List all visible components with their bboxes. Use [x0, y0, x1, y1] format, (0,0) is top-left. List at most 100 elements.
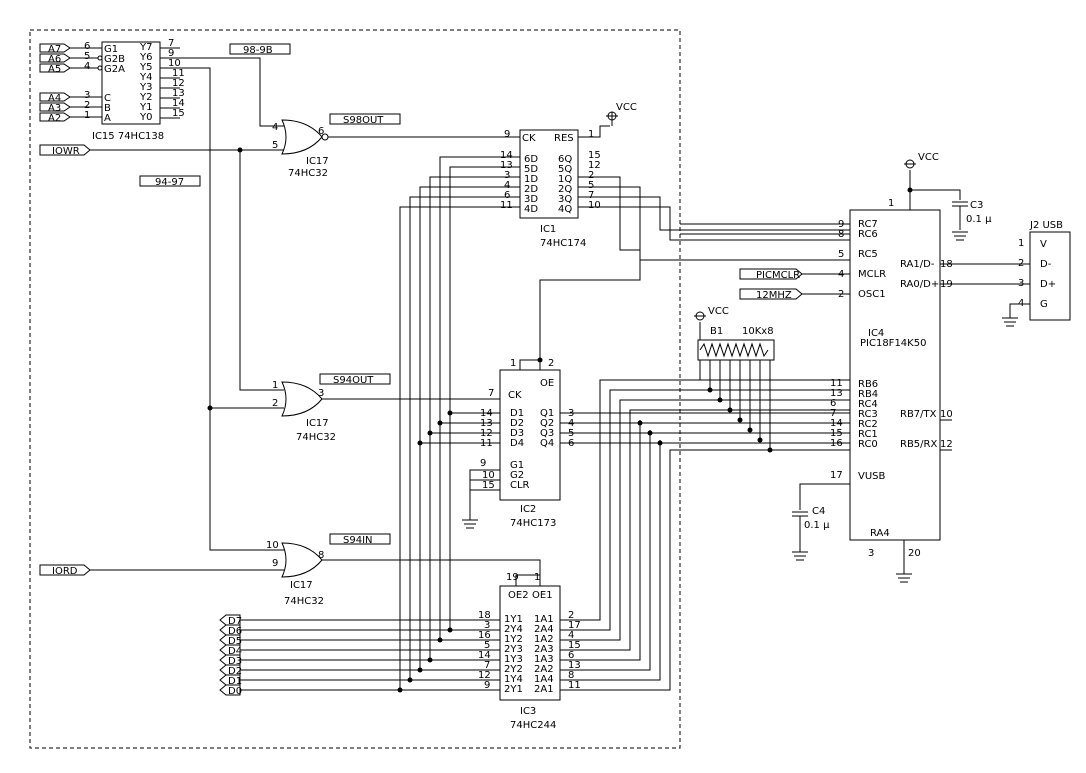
resistor-array-b1: B1 10Kx8 VCC — [694, 306, 775, 453]
ic3-oe2: OE2 — [508, 590, 529, 601]
ic15-out-num: 7 — [168, 38, 174, 49]
gate-a-output-bubble — [321, 133, 329, 141]
gate-a-part: 74HC32 — [288, 168, 328, 179]
j2-pin-name: D- — [1040, 259, 1052, 270]
gnd-symbol — [462, 519, 478, 529]
ic3-right: 2A2 — [534, 664, 554, 675]
ic4-rb: RC4 — [858, 399, 878, 410]
ic3-right: 2A3 — [534, 644, 554, 655]
wire-ic1-res-vcc — [578, 125, 610, 138]
ic15-pin-name: C — [104, 93, 111, 104]
port-d7: D7 — [228, 616, 242, 627]
ic4-pin: 15 — [830, 428, 843, 439]
j2-pin-name: G — [1040, 299, 1048, 310]
b1-pullup-wires — [699, 360, 771, 450]
or-gate-a: 4 5 6 IC17 74HC32 — [272, 119, 329, 179]
port-flag — [39, 102, 71, 112]
ic4-pin: 1 — [888, 198, 894, 209]
ic3-part: 74HC244 — [510, 720, 556, 731]
ic4-rb: RC2 — [858, 419, 878, 430]
junction-dot — [727, 407, 733, 413]
ic3-pin: 9 — [484, 680, 490, 691]
ic4-vusb: VUSB — [858, 471, 886, 482]
ic15-pin-num: 6 — [84, 41, 90, 52]
net-94-97: 94-97 — [155, 177, 184, 188]
junction-dot — [437, 637, 443, 643]
ic3-pin: 6 — [568, 650, 574, 661]
ic3-left: 2Y4 — [504, 624, 523, 635]
wire-ic3-2a4 — [560, 389, 850, 631]
ic4-pin: 5 — [838, 249, 844, 260]
ic1-pin: 1 — [588, 129, 594, 140]
ic3-pin: 13 — [568, 660, 581, 671]
ic1-ck: CK — [522, 133, 536, 144]
ic1-pin: 10 — [588, 200, 601, 211]
net-s94out: S94OUT — [333, 375, 374, 386]
or-gate-b-body — [281, 381, 323, 417]
ic4-name: IC4 — [868, 328, 884, 339]
wire-ic3-1a4 — [560, 440, 661, 681]
ic1-latch: CK RES 9 1 6D 5D 1D 2D 3D 4D 14 13 3 4 6… — [500, 129, 601, 249]
or-gate-a-body — [281, 119, 323, 155]
ic3-right: 1A1 — [534, 614, 554, 625]
gate-a-name: IC17 — [306, 156, 329, 167]
junction-dot — [747, 427, 753, 433]
ic2-q: Q4 — [540, 438, 554, 449]
ic3-left: 1Y3 — [504, 654, 523, 665]
ic2-data-input-wires — [420, 412, 500, 444]
ic4-left: MCLR — [858, 269, 886, 280]
ic15-out-name: Y0 — [139, 112, 152, 123]
ic2-d: D4 — [510, 438, 524, 449]
port-a5: A5 — [48, 64, 61, 75]
gate-b-part: 74HC32 — [296, 432, 336, 443]
ic15-pin-num: 5 — [84, 51, 90, 62]
vcc-symbol-stem — [606, 112, 618, 126]
ic2-d: D2 — [510, 418, 524, 429]
ic1-name: IC1 — [540, 224, 556, 235]
gate-b-pin: 3 — [318, 388, 324, 399]
ic4-rb: RC0 — [858, 439, 878, 450]
junction-dot — [717, 397, 723, 403]
ic4-body — [849, 209, 941, 541]
wire-ic3-2a2 — [560, 430, 651, 671]
ic4-right: RB5/RX — [900, 439, 937, 450]
ic15-out-name: Y5 — [139, 62, 152, 73]
ic15-out-name: Y4 — [139, 72, 152, 83]
ic1-pin: 3 — [504, 170, 510, 181]
ic1-data-input-wires — [399, 156, 520, 690]
ic4-pin: 2 — [838, 289, 844, 300]
ic1-out: 4Q — [558, 204, 572, 215]
gnd-symbol — [896, 573, 912, 583]
ic4-pin: 14 — [830, 418, 843, 429]
j2-name: J2 USB — [1029, 220, 1063, 231]
ic3-pin: 7 — [484, 660, 490, 671]
net-label-box — [229, 43, 291, 55]
port-flag-iowr — [39, 144, 91, 156]
wire-gate-c-to-ic3-oe — [322, 559, 541, 586]
port-a2: A2 — [48, 113, 61, 124]
ic4-pic: 1 VCC C3 0.1 μ RC7 RC6 RC5 MCLR OSC1 9 8… — [830, 152, 992, 583]
ic3-right: 1A4 — [534, 674, 554, 685]
junction-dot — [447, 410, 453, 416]
ic15-invert-bubble — [97, 65, 103, 71]
port-d6: D6 — [228, 626, 242, 637]
ic15-out-num: 13 — [172, 88, 185, 99]
ic4-pin: 17 — [830, 470, 843, 481]
ic1-pin: 7 — [588, 190, 594, 201]
port-picmclr: PICMCLR — [756, 270, 800, 281]
ic4-rb: RC1 — [858, 429, 878, 440]
ic3-pin: 15 — [568, 640, 581, 651]
ic15-label: IC15 74HC138 — [92, 131, 164, 142]
port-flag — [39, 43, 71, 53]
ic2-gnd-wires — [469, 469, 500, 520]
net-s98out: S98OUT — [343, 115, 384, 126]
ic15-out-name: Y6 — [139, 52, 152, 63]
gate-c-pin: 9 — [272, 558, 278, 569]
junction-dot — [737, 417, 743, 423]
ic15-out-name: Y1 — [139, 102, 152, 113]
c4-name: C4 — [812, 506, 825, 517]
ic2-pin: 15 — [482, 480, 495, 491]
port-a4: A4 — [48, 93, 61, 104]
data-bus-wires — [240, 619, 500, 691]
ic4-right: RA1/D- — [900, 259, 935, 270]
